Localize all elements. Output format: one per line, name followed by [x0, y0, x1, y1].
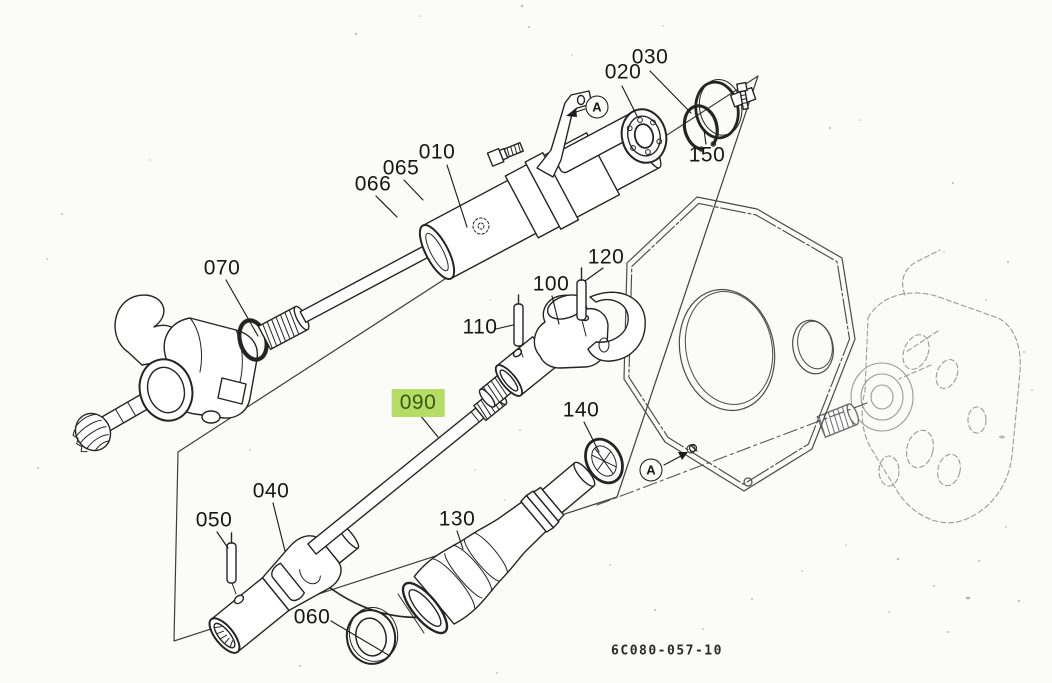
spline-pin-lower [226, 532, 237, 595]
callout-100[interactable]: 100 [532, 272, 570, 296]
callout-060[interactable]: 060 [293, 605, 331, 629]
clutch-housing-plate [623, 196, 856, 492]
callout-066[interactable]: 066 [354, 172, 392, 196]
clamp-band [694, 79, 757, 140]
ball-bearing [620, 108, 668, 164]
snap-ring [682, 104, 719, 152]
callout-110[interactable]: 110 [462, 315, 498, 339]
callout-030[interactable]: 030 [631, 45, 669, 69]
bevel-gear [72, 412, 112, 453]
leader-lines [216, 70, 707, 657]
drawing-code: 6C080-057-10 [611, 643, 723, 659]
callout-010[interactable]: 010 [418, 140, 456, 164]
callout-highlight-090[interactable]: 090 [391, 389, 445, 417]
case-bearing-boss [850, 362, 914, 432]
assembly-centerline [596, 402, 868, 506]
ref-a-top-arrow [566, 108, 586, 117]
callout-050[interactable]: 050 [195, 508, 233, 532]
grease-hole [472, 217, 490, 235]
spline-coupling [257, 305, 310, 351]
exploded-view-panel [173, 75, 759, 642]
callout-140[interactable]: 140 [562, 398, 600, 422]
joint-pin-left [513, 294, 524, 358]
steering-gear-case [114, 294, 259, 424]
callout-065[interactable]: 065 [382, 156, 420, 180]
callout-130[interactable]: 130 [438, 507, 476, 531]
callout-040[interactable]: 040 [252, 479, 290, 503]
ref-marker-a-top: A [585, 95, 609, 119]
shaft-boot [401, 461, 596, 635]
case-input-spline-shaft [816, 403, 860, 438]
bushing-ring [345, 607, 399, 665]
callout-020[interactable]: 020 [604, 60, 642, 84]
transmission-case [861, 249, 1021, 524]
boot-mouth-guide-line [397, 593, 425, 634]
callout-150[interactable]: 150 [688, 143, 726, 167]
callout-070[interactable]: 070 [203, 256, 241, 280]
lower-yoke [208, 522, 360, 654]
universal-joint [533, 291, 646, 369]
callout-120[interactable]: 120 [587, 245, 625, 269]
scan-noise [37, 4, 1033, 674]
joint-pin-right [576, 267, 587, 337]
ref-marker-a-mid: A [639, 458, 663, 482]
bracket-bolt [486, 142, 525, 167]
ref-a-mid-arrow [663, 443, 698, 466]
